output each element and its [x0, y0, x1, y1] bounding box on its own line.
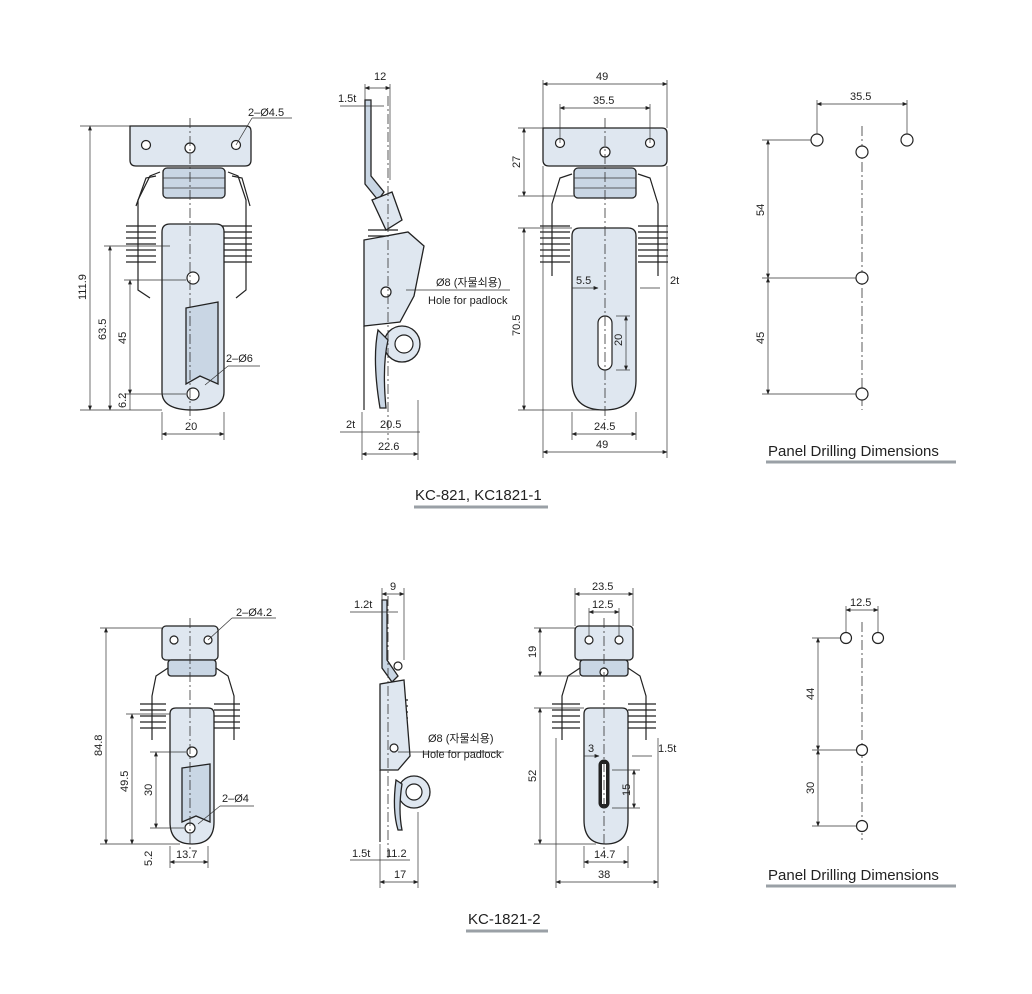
kc1821-2-side-thickness-12: 1.2t [354, 599, 372, 611]
panel-drilling-2: 12.5 44 30 Panel Drilling Dimensions [766, 597, 956, 888]
kc821-padlock-label-en: Hole for padlock [428, 295, 508, 307]
panel2-width-125: 12.5 [850, 597, 871, 609]
panel2-height-44: 44 [805, 688, 817, 700]
kc1821-2-padlock-label-en: Hole for padlock [422, 749, 502, 761]
kc1821-2-front-total-height: 84.8 [93, 735, 105, 756]
kc821-side-width-226: 22.6 [378, 441, 399, 453]
kc821-side-thickness-15: 1.5t [338, 93, 356, 105]
panel1-height-54: 54 [755, 204, 767, 216]
kc1821-2-back-width-235: 23.5 [592, 581, 613, 593]
kc1821-2-front-height-495: 49.5 [119, 771, 131, 792]
kc1821-2-front-height-30: 30 [143, 784, 155, 796]
kc1821-2-back-width-38: 38 [598, 869, 610, 881]
kc821-back-view: 49 35.5 27 70.5 5.5 2t 20 24.5 49 [511, 71, 679, 458]
kc821-back-width-55: 5.5 [576, 275, 591, 287]
panel2-caption: Panel Drilling Dimensions [768, 867, 939, 884]
kc821-front-holes-top-label: 2–Ø4.5 [248, 107, 284, 119]
kc1821-2-side-view: 9 1.2t 1.5t 11.2 17 Ø8 (자물쇠용) Hole for p… [350, 581, 504, 888]
kc821-front-height-635: 63.5 [97, 319, 109, 340]
kc1821-2-back-height-52: 52 [527, 770, 539, 782]
kc821-side-view: 12 1.5t 2t 20.5 22.6 Ø8 (자물쇠용) Hole for … [338, 71, 510, 460]
kc821-side-width-205: 20.5 [380, 419, 401, 431]
kc1821-2-front-width-137: 13.7 [176, 849, 197, 861]
kc821-back-thickness-2: 2t [670, 275, 679, 287]
panel-drilling-1: 35.5 54 45 Panel Drilling Dimensions [755, 91, 956, 464]
panel1-caption: Panel Drilling Dimensions [768, 443, 939, 460]
kc1821-2-front-view: 2–Ø4.2 2–Ø4 84.8 49.5 30 5.2 13.7 [93, 607, 276, 868]
kc821-front-view: 2–Ø4.5 2–Ø6 111.9 63.5 45 6.2 20 [77, 107, 292, 440]
kc1821-2-side-thickness-15: 1.5t [352, 848, 370, 860]
kc1821-2-front-holes-top-label: 2–Ø4.2 [236, 607, 272, 619]
kc821-front-total-height: 111.9 [77, 274, 89, 300]
kc821-back-height-27: 27 [511, 156, 523, 168]
kc1821-2-back-height-15: 15 [621, 784, 633, 796]
kc1821-2-padlock-label-kr: Ø8 (자물쇠용) [428, 732, 494, 745]
panel1-height-45: 45 [755, 332, 767, 344]
kc1821-2-side-width-9: 9 [390, 581, 396, 593]
kc821-front-height-45: 45 [117, 332, 129, 344]
kc1821-2-back-width-125: 12.5 [592, 599, 613, 611]
kc1821-2-back-view: 23.5 12.5 19 52 3 1.5t 15 14.7 38 [527, 581, 676, 888]
kc821-back-width-49-top: 49 [596, 71, 608, 83]
kc821-back-height-20: 20 [613, 334, 625, 346]
kc1821-2-back-thickness-15: 1.5t [658, 743, 676, 755]
kc1821-2-front-holes-bottom-label: 2–Ø4 [222, 793, 249, 805]
panel1-width-355: 35.5 [850, 91, 871, 103]
panel2-height-30: 30 [805, 782, 817, 794]
kc1821-2-caption: KC-1821-2 [468, 911, 541, 928]
kc821-back-width-355: 35.5 [593, 95, 614, 107]
kc1821-2-side-width-112: 11.2 [386, 848, 407, 860]
kc821-caption: KC-821, KC1821-1 [415, 487, 542, 504]
kc821-back-width-245: 24.5 [594, 421, 615, 433]
kc821-front-holes-bottom-label: 2–Ø6 [226, 353, 253, 365]
kc1821-2-front-height-52: 5.2 [143, 851, 155, 866]
kc821-side-width-12: 12 [374, 71, 386, 83]
kc1821-2-side-width-17: 17 [394, 869, 406, 881]
kc821-front-width-20: 20 [185, 421, 197, 433]
kc1821-2-back-width-147: 14.7 [594, 849, 615, 861]
kc821-padlock-label-kr: Ø8 (자물쇠용) [436, 276, 502, 289]
kc1821-2-back-height-19: 19 [527, 646, 539, 658]
kc1821-2-back-width-3: 3 [588, 743, 594, 755]
kc821-side-thickness-2: 2t [346, 419, 355, 431]
kc821-back-height-705: 70.5 [511, 315, 523, 336]
kc821-front-height-62: 6.2 [117, 393, 129, 408]
kc821-back-width-49-bottom: 49 [596, 439, 608, 451]
